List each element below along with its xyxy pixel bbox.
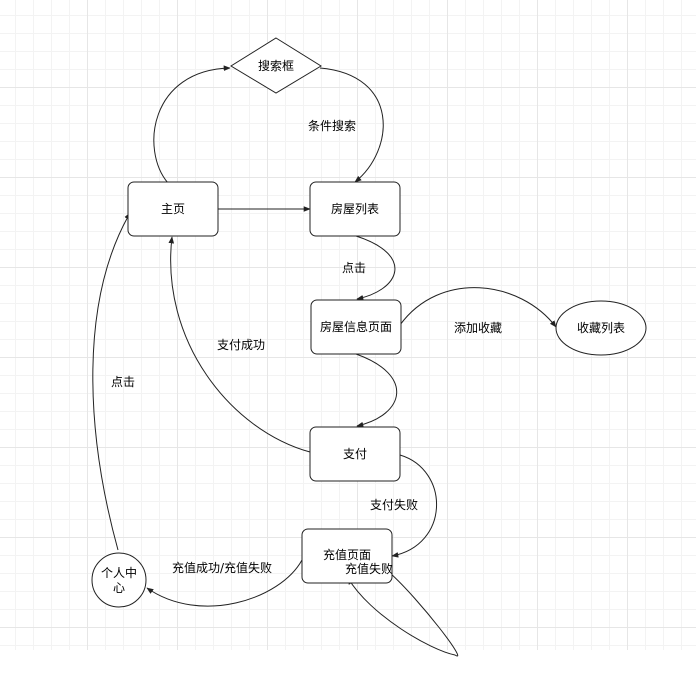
- node-search-box: [230, 37, 322, 94]
- edge-label-add-favorite: 添加收藏: [454, 321, 502, 335]
- node-search-box-label: 搜索框: [258, 58, 294, 73]
- node-payment-label: 支付: [343, 447, 367, 461]
- edge-label-click-list: 点击: [342, 261, 366, 275]
- edge-detail-to-payment: [355, 353, 398, 428]
- node-payment: [309, 426, 401, 482]
- node-personal-center: [91, 552, 147, 608]
- node-favorites-list-label: 收藏列表: [577, 321, 625, 335]
- edge-label-condition-search: 条件搜索: [308, 118, 356, 133]
- node-personal-center-label-1: 个人中: [101, 565, 137, 580]
- edge-detail-to-favorites: [399, 287, 557, 328]
- edge-recharge-to-center: [146, 559, 303, 607]
- node-house-list-label: 房屋列表: [331, 201, 379, 216]
- node-favorites-list: [555, 300, 647, 356]
- edge-search-to-list: [319, 67, 384, 183]
- node-home-label: 主页: [161, 202, 185, 216]
- edge-payment-to-recharge: [391, 454, 437, 558]
- node-house-list: [309, 181, 401, 237]
- edge-label-pay-success: 支付成功: [217, 338, 265, 352]
- node-recharge-page: [301, 528, 393, 584]
- edge-label-recharge-result: 充值成功/充值失败: [172, 560, 272, 575]
- edge-center-to-home: [92, 212, 131, 551]
- edge-home-to-search: [153, 65, 231, 184]
- edge-label-recharge-fail: 充值失败: [345, 561, 393, 576]
- node-personal-center-label-2: 心: [113, 581, 125, 595]
- node-recharge-page-label: 充值页面: [323, 547, 371, 562]
- node-home: [127, 181, 219, 237]
- edge-payment-to-home: [168, 236, 311, 453]
- node-house-detail: [310, 299, 402, 355]
- edge-label-pay-fail: 支付失败: [370, 497, 418, 512]
- edge-recharge-self-loop: [347, 572, 458, 657]
- edge-label-click-center: 点击: [111, 375, 135, 389]
- node-house-detail-label: 房屋信息页面: [320, 319, 392, 334]
- edge-list-to-detail: [355, 235, 396, 301]
